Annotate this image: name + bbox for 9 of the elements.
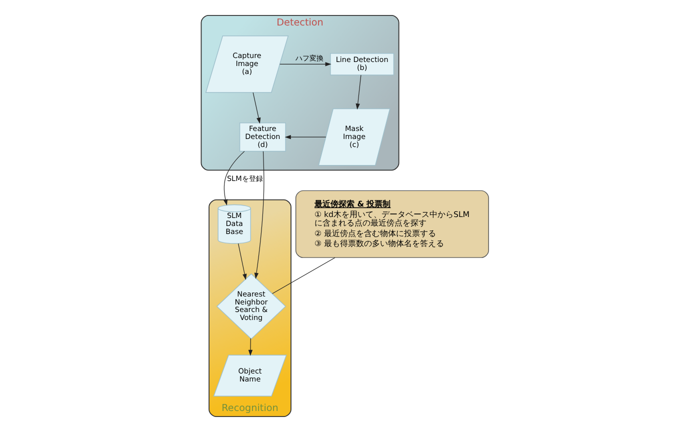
arrow <box>284 134 326 140</box>
arrow <box>248 338 253 356</box>
arrow <box>238 243 247 280</box>
arrow <box>280 62 332 66</box>
arrow <box>254 151 264 279</box>
arrow <box>252 92 261 124</box>
arrow <box>223 151 245 206</box>
connector <box>272 257 336 294</box>
arrow <box>356 74 362 110</box>
